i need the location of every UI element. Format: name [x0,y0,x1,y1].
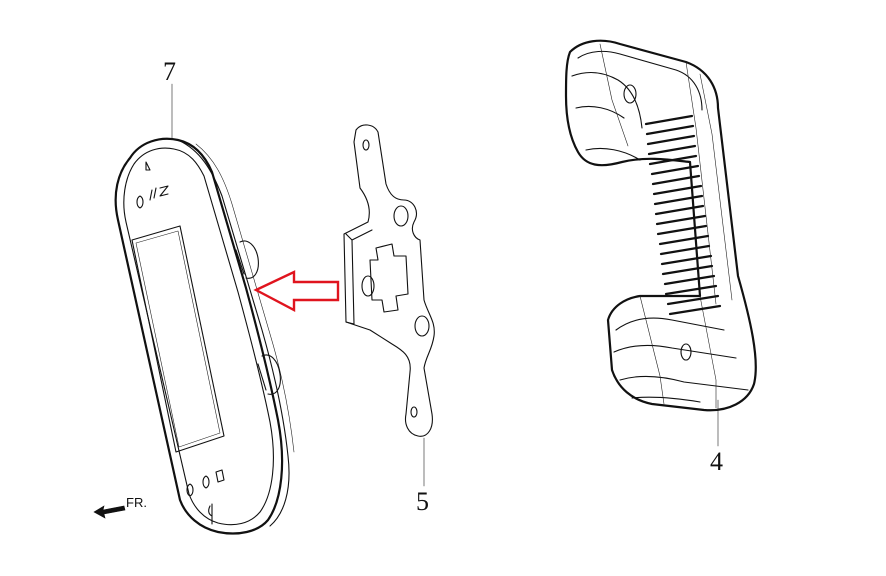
part-7-display-unit [114,83,295,535]
front-arrow-icon [93,505,126,519]
part-5-mounting-bracket [343,124,435,487]
assembly-direction-arrow [253,270,340,312]
front-direction-indicator: FR. [93,495,147,519]
callout-7: 7 [163,57,176,86]
part-4-cover-housing [564,39,757,447]
callout-4: 4 [710,447,723,476]
vent-slots [644,114,722,316]
direction-label: FR. [126,495,147,510]
callout-5: 5 [416,487,429,516]
